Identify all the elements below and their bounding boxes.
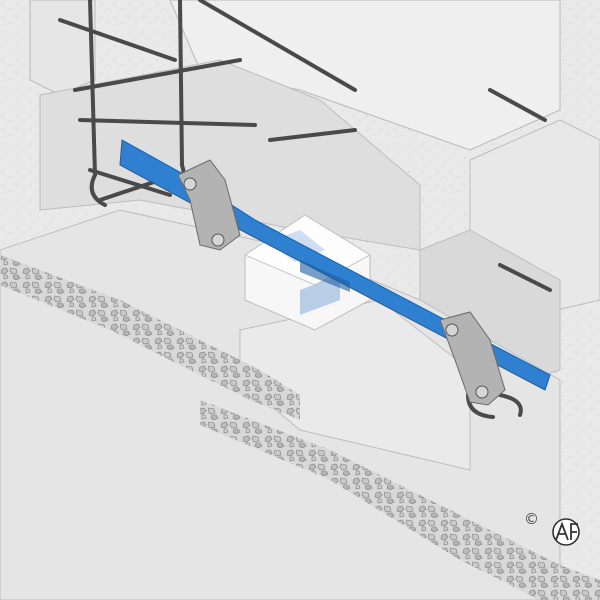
copyright-icon: © [524,510,539,528]
concrete-column-left [29,0,96,96]
manufacturer-logo-icon [552,518,580,546]
bracket-right [439,311,506,406]
gravel-edge-left [0,255,300,420]
rebar-cage-left [58,0,357,207]
bracket-left [177,159,241,251]
gravel-edge-front [200,400,600,600]
